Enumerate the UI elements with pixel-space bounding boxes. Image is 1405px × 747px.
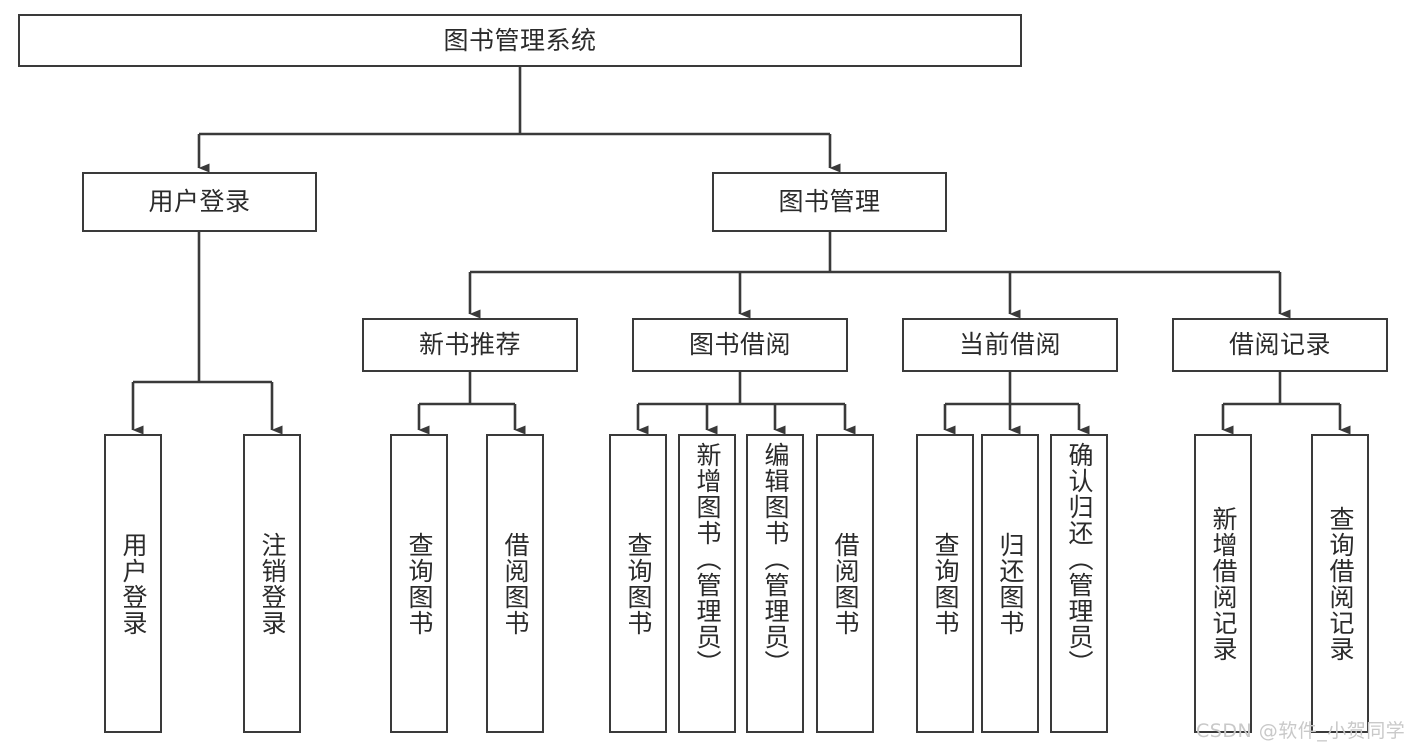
- leaf-bookborrow-query-book[interactable]: 查询图书: [609, 434, 667, 733]
- node-label: 图书管理系统: [443, 25, 597, 55]
- node-label: 当前借阅: [958, 330, 1061, 360]
- node-label: 查询图书: [405, 531, 434, 636]
- leaf-newbook-query-book[interactable]: 查询图书: [390, 434, 448, 733]
- leaf-currentborrow-confirm-return-admin[interactable]: 确认归还（管理员）: [1050, 434, 1108, 733]
- node-user-login[interactable]: 用户登录: [82, 172, 317, 232]
- node-label: 新书推荐: [418, 330, 521, 360]
- leaf-logout[interactable]: 注销登录: [243, 434, 301, 733]
- leaf-currentborrow-query-book[interactable]: 查询图书: [916, 434, 974, 733]
- leaf-borrowrecord-add-record[interactable]: 新增借阅记录: [1194, 434, 1252, 733]
- node-label: 确认归还（管理员）: [1065, 442, 1094, 676]
- node-label: 归还图书: [996, 531, 1025, 636]
- node-label: 新增借阅记录: [1209, 505, 1238, 662]
- leaf-borrowrecord-query-record[interactable]: 查询借阅记录: [1311, 434, 1369, 733]
- node-label: 查询借阅记录: [1326, 505, 1355, 662]
- node-label: 借阅图书: [831, 531, 860, 636]
- leaf-bookborrow-add-book-admin[interactable]: 新增图书（管理员）: [678, 434, 736, 733]
- node-current-borrow[interactable]: 当前借阅: [902, 318, 1118, 372]
- node-label: 查询图书: [931, 531, 960, 636]
- leaf-bookborrow-borrow-book[interactable]: 借阅图书: [816, 434, 874, 733]
- csdn-watermark: CSDN @软件_小贺同学: [1196, 720, 1405, 742]
- leaf-user-login[interactable]: 用户登录: [104, 434, 162, 733]
- node-book-management[interactable]: 图书管理: [712, 172, 947, 232]
- node-label: 注销登录: [258, 531, 287, 636]
- node-root-book-management-system[interactable]: 图书管理系统: [18, 14, 1022, 67]
- node-label: 图书借阅: [688, 330, 791, 360]
- node-label: 图书管理: [778, 187, 881, 217]
- node-label: 用户登录: [148, 187, 251, 217]
- leaf-bookborrow-edit-book-admin[interactable]: 编辑图书（管理员）: [746, 434, 804, 733]
- node-label: 借阅图书: [501, 531, 530, 636]
- leaf-newbook-borrow-book[interactable]: 借阅图书: [486, 434, 544, 733]
- node-label: 用户登录: [119, 531, 148, 636]
- node-borrow-record[interactable]: 借阅记录: [1172, 318, 1388, 372]
- node-book-borrow[interactable]: 图书借阅: [632, 318, 848, 372]
- node-label: 借阅记录: [1228, 330, 1331, 360]
- leaf-currentborrow-return-book[interactable]: 归还图书: [981, 434, 1039, 733]
- node-label: 新增图书（管理员）: [693, 442, 722, 676]
- node-label: 查询图书: [624, 531, 653, 636]
- node-new-book-recommend[interactable]: 新书推荐: [362, 318, 578, 372]
- node-label: 编辑图书（管理员）: [761, 442, 790, 676]
